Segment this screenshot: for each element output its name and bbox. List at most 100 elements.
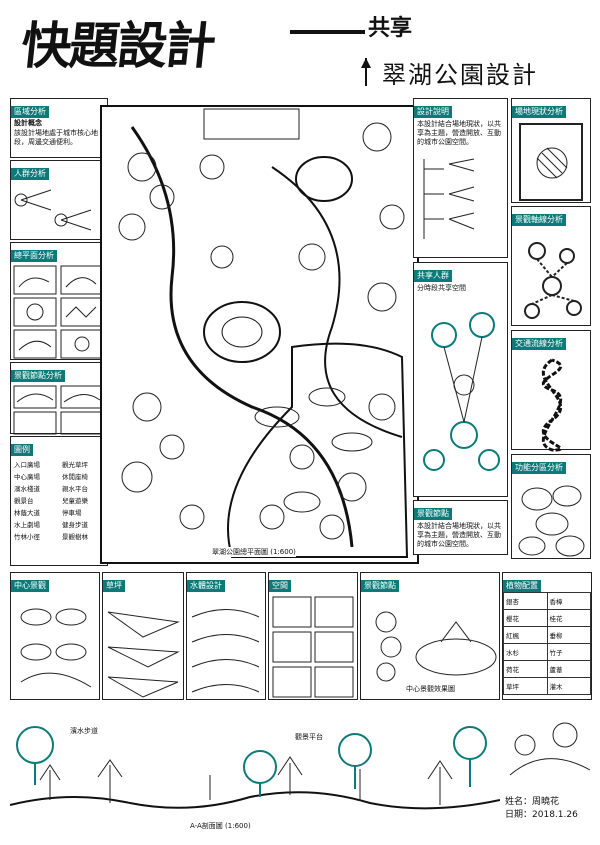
section-heading: 中心景觀: [11, 580, 49, 592]
legend-item: 中心廣場: [14, 473, 40, 481]
site-status-panel: 場地現狀分析: [511, 98, 591, 203]
lawn-sketches: [107, 611, 180, 698]
space-panel: 空間: [268, 572, 358, 700]
design-explanation-panel: 景觀節點 本設計結合場地現狀，以共享為主題，營造開放、互動的城市公園空間。: [413, 500, 508, 555]
table-row: 荷花蘆葦: [503, 660, 591, 678]
table-row: 草坪灌木: [503, 677, 591, 695]
explanation-text: 本設計結合場地現狀，以共享為主題，營造開放、互動的城市公園空間。: [417, 522, 501, 548]
section-heading: 交通流線分析: [512, 338, 566, 350]
share-crowd-panel: 共享人群 分時段共享空間: [413, 262, 508, 497]
table-row: 櫻花桂花: [503, 609, 591, 627]
material-cell: 竹子: [546, 643, 591, 661]
section-heading: 場地現狀分析: [512, 106, 566, 118]
axis-analysis-panel: 景觀軸線分析: [511, 206, 591, 326]
legend-item: 休閒座椅: [62, 473, 88, 481]
material-cell: 水杉: [503, 643, 548, 661]
material-cell: 櫻花: [503, 609, 548, 627]
table-row: 紅楓垂柳: [503, 626, 591, 644]
site-status-diagram: [519, 123, 583, 201]
crowd-diagram: [14, 189, 92, 231]
project-title: 翠湖公園設計: [382, 61, 538, 89]
title-share: 共享: [368, 16, 413, 41]
node-analysis-panel: 景觀節點分析: [10, 362, 108, 435]
node-sketches: [13, 385, 104, 435]
section-drawing: [9, 726, 501, 810]
name-label: 姓名：: [505, 797, 533, 807]
section-heading: 人群分析: [11, 168, 49, 180]
materials-panel: 植物配置 銀杏香樟櫻花桂花紅楓垂柳水杉竹子荷花蘆葦草坪灌木: [502, 572, 592, 700]
center-landscape-panel: 中心景觀: [10, 572, 100, 700]
legend-item: 兒童遊樂: [62, 497, 88, 505]
section-heading: 草坪: [103, 580, 125, 592]
legend-panel: 圖例 入口廣場觀光草坪中心廣場休閒座椅濱水棧道親水平台觀景台兒童遊樂林蔭大道停車…: [10, 436, 108, 566]
section-elevation: 濱水步道 觀景平台 A-A剖面圖 (1:600): [9, 705, 501, 835]
material-cell: 紅楓: [503, 626, 548, 644]
plan-label: 翠湖公園總平面圖: [212, 548, 268, 556]
zoning-diagram: [518, 485, 585, 557]
section-heading: 總平面分析: [11, 250, 57, 262]
water-sketches: [191, 609, 260, 693]
effect-caption: 中心景觀效果圖: [406, 685, 455, 693]
material-cell: 灌木: [546, 677, 591, 695]
design-text: 本設計結合場地現狀，以共享為主題，營造開放、互動的城市公園空間。: [417, 120, 501, 146]
share-text: 分時段共享空間: [417, 284, 466, 292]
section-note-1: 濱水步道: [70, 727, 98, 735]
legend-item: 景觀樹林: [62, 533, 88, 541]
concept-text: 該設計場地處于城市核心地段，周邊交通便利。: [14, 129, 98, 146]
water-design-panel: 水體設計: [186, 572, 266, 700]
section-caption: A-A剖面圖 (1:600): [190, 822, 251, 830]
zoning-panel: 功能分區分析: [511, 454, 591, 559]
legend-item: 水上劇場: [14, 521, 40, 529]
legend-item: 入口廣場: [14, 461, 40, 469]
section-label: A-A剖面圖: [190, 822, 223, 830]
section-heading: 植物配置: [503, 580, 541, 592]
section-heading: 區域分析: [11, 106, 49, 118]
legend-item: 林蔭大道: [14, 509, 40, 517]
share-diagram: [423, 312, 500, 471]
section-heading: 圖例: [11, 444, 33, 456]
material-cell: 銀杏: [503, 592, 548, 610]
plan-caption: 翠湖公園總平面圖 (1:600): [212, 547, 296, 557]
legend-list: 入口廣場觀光草坪中心廣場休閒座椅濱水棧道親水平台觀景台兒童遊樂林蔭大道停車場水上…: [11, 456, 107, 544]
materials-table: 銀杏香樟櫻花桂花紅楓垂柳水杉竹子荷花蘆葦草坪灌木: [503, 592, 591, 695]
section-scale: 1:600: [227, 822, 248, 830]
design-notes-panel: 設計說明 本設計結合場地現狀，以共享為主題，營造開放、互動的城市公園空間。: [413, 98, 508, 258]
material-cell: 荷花: [503, 660, 548, 678]
section-heading: 功能分區分析: [512, 462, 566, 474]
perspective-sketch: [509, 722, 591, 776]
legend-item: 健身步道: [62, 521, 88, 529]
sub-heading: 設計概念: [14, 119, 42, 127]
center-effect-panel: 景觀節點 中心景觀效果圖: [360, 572, 500, 700]
section-note-2: 觀景平台: [295, 733, 323, 741]
circulation-diagram: [542, 358, 562, 452]
designer-name: 周曉花: [532, 797, 560, 807]
material-cell: 蘆葦: [546, 660, 591, 678]
legend-item: 親水平台: [62, 485, 88, 493]
material-cell: 香樟: [546, 592, 591, 610]
date-value: 2018.1.26: [532, 810, 578, 820]
legend-item: 竹林小徑: [14, 533, 40, 541]
mindmap-diagram: [423, 158, 475, 239]
space-sketches: [272, 596, 354, 698]
north-arrow-icon: [361, 58, 371, 86]
analysis-sketches: [13, 265, 104, 359]
section-heading: 景觀節點: [361, 580, 399, 592]
legend-item: 觀光草坪: [62, 461, 88, 469]
section-heading: 景觀軸線分析: [512, 214, 566, 226]
lawn-panel: 草坪: [102, 572, 184, 700]
material-cell: 草坪: [503, 677, 548, 695]
center-landscape-sketches: [20, 608, 92, 688]
section-heading: 水體設計: [187, 580, 225, 592]
master-plan-drawing: [102, 107, 417, 562]
plan-scale: 1:600: [272, 548, 294, 556]
section-heading: 景觀節點: [414, 508, 452, 520]
master-plan: 翠湖公園總平面圖 (1:600): [100, 105, 419, 564]
section-heading: 空間: [269, 580, 291, 592]
table-row: 銀杏香樟: [503, 592, 591, 610]
region-analysis-panel: 區域分析 設計概念 該設計場地處于城市核心地段，周邊交通便利。: [10, 98, 108, 158]
legend-item: 濱水棧道: [14, 485, 40, 493]
section-heading: 設計說明: [414, 106, 452, 118]
section-heading: 景觀節點分析: [11, 370, 65, 382]
center-effect-sketch: [375, 611, 497, 682]
circulation-panel: 交通流線分析: [511, 330, 591, 452]
